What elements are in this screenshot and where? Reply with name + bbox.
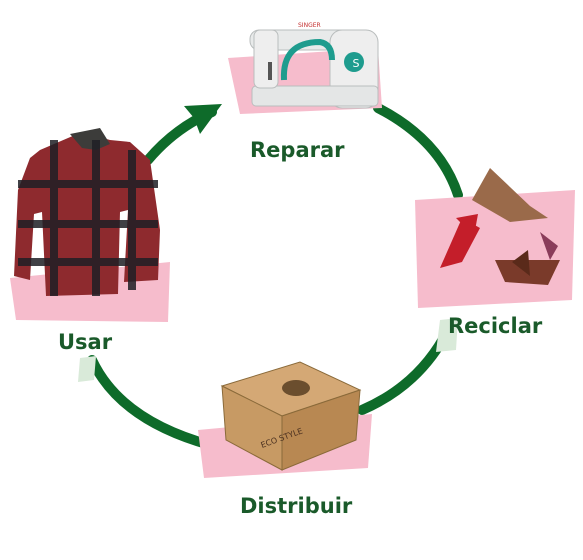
shirt-icon: [14, 128, 160, 296]
box-icon: ECO STYLE: [220, 361, 362, 471]
stage-label-distribuir: Distribuir: [240, 494, 353, 518]
machine-brand: SINGER: [298, 22, 321, 29]
arrow-head: [184, 104, 222, 134]
stage-label-usar: Usar: [58, 330, 113, 354]
svg-text:S: S: [353, 57, 360, 70]
stage-label-reparar: Reparar: [250, 138, 345, 162]
recycle-icon: [440, 168, 560, 285]
arc-distribuir-usar: [87, 355, 215, 450]
arc-reparar-reciclar: [373, 103, 463, 200]
arc-reciclar-distribuir: [357, 325, 453, 415]
sewing-machine-icon: S SINGER: [249, 22, 379, 109]
dots-patch: [436, 318, 458, 352]
stage-label-reciclar: Reciclar: [448, 314, 543, 338]
